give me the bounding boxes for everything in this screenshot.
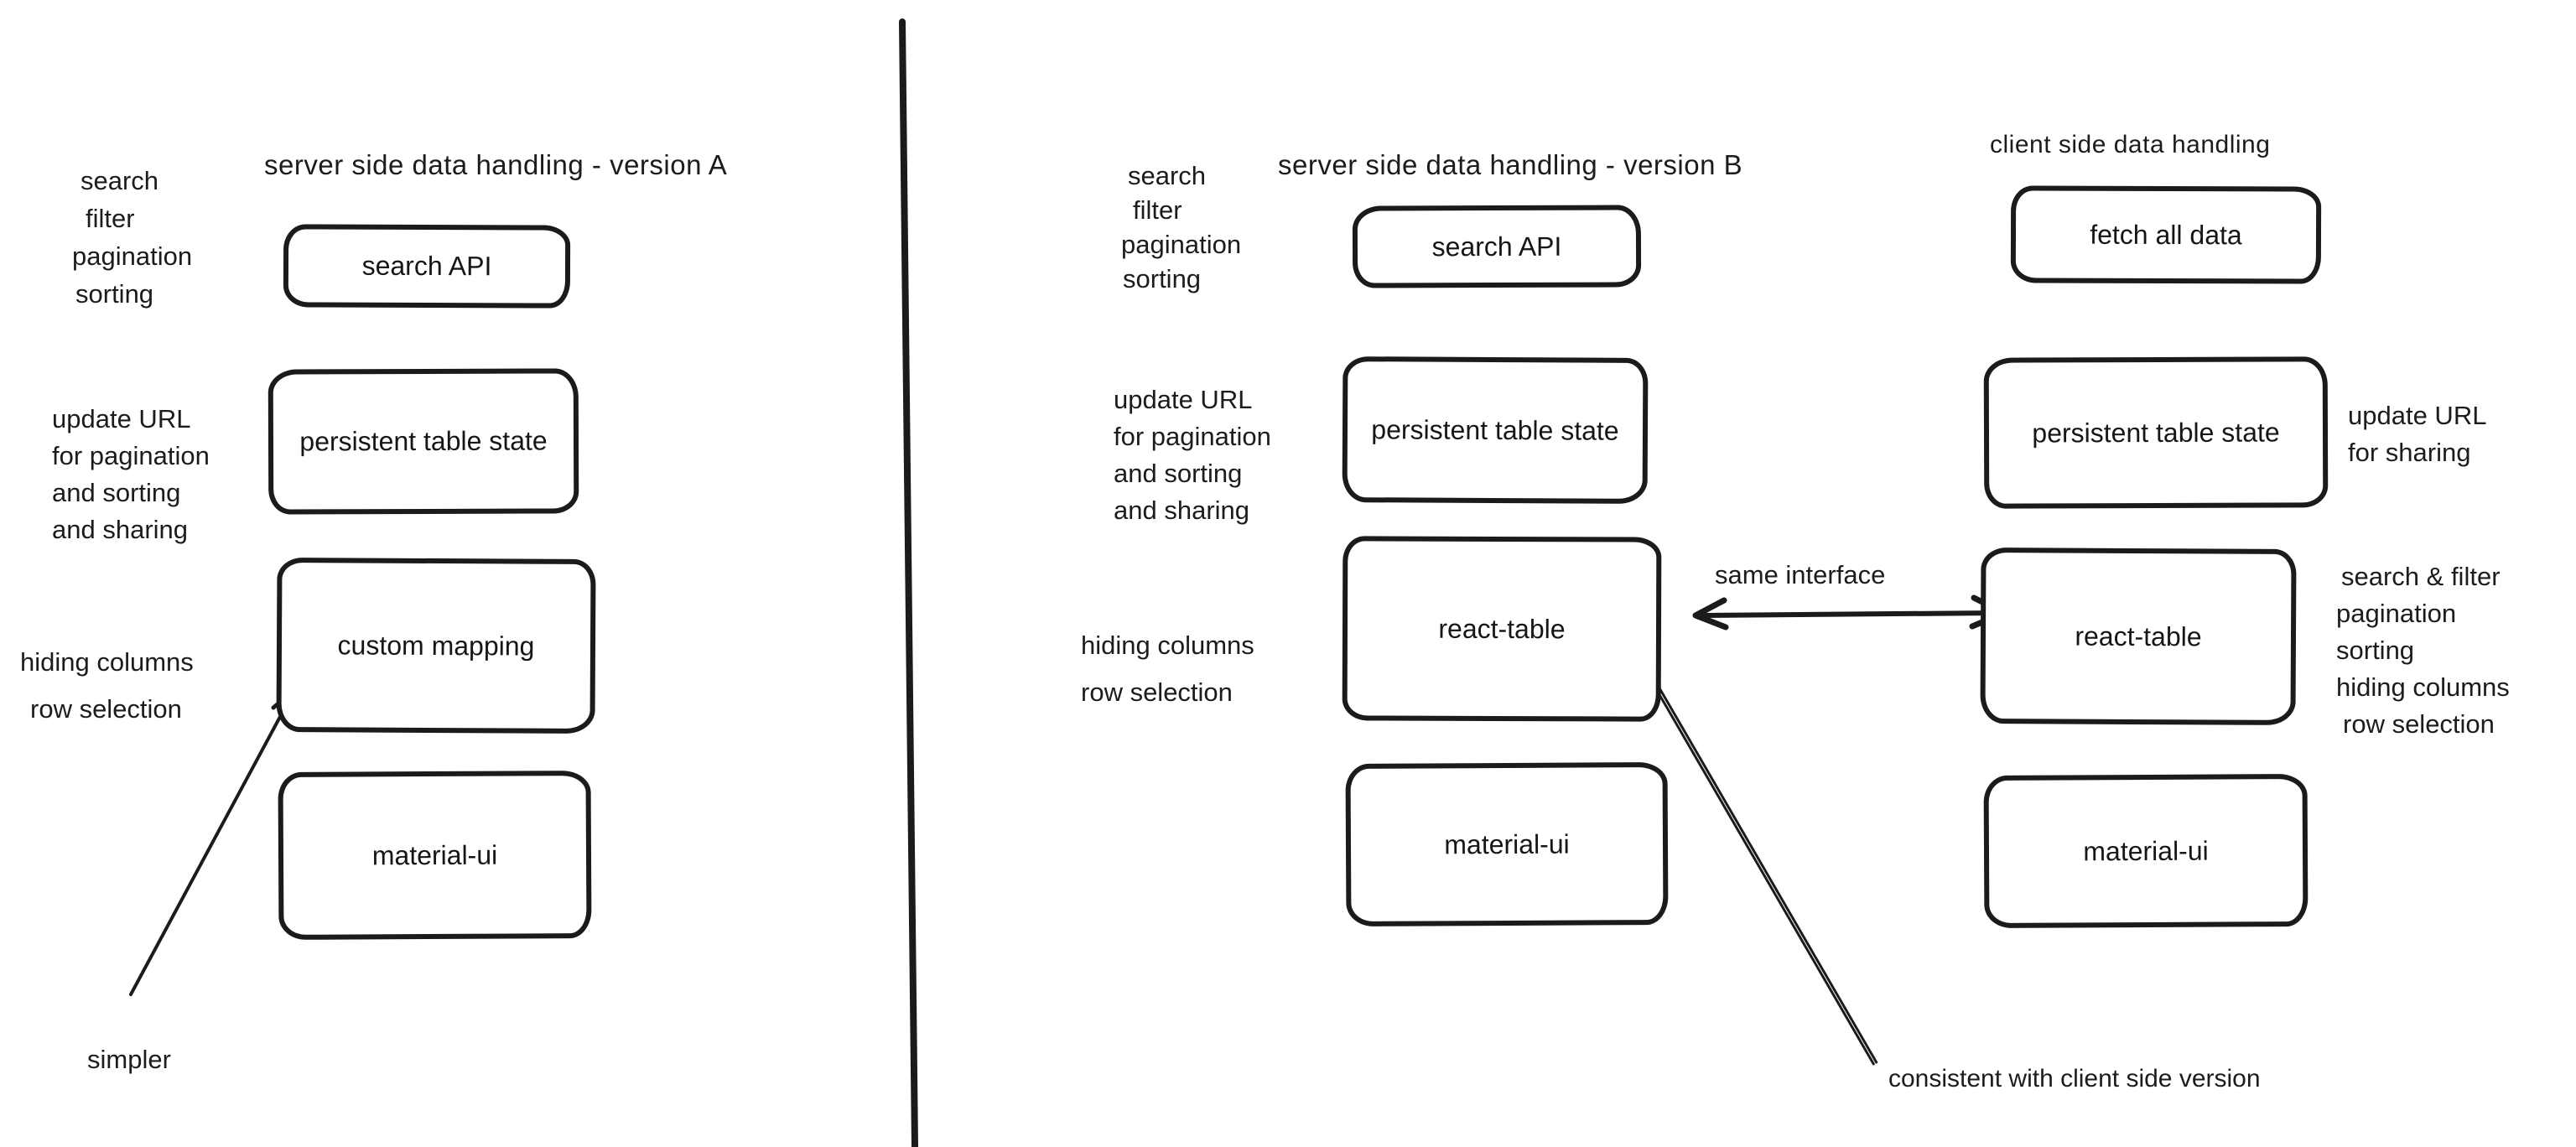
column-b-title: server side data handling - version B bbox=[1278, 149, 1743, 180]
note-line: for pagination bbox=[52, 441, 210, 470]
note-line: hiding columns bbox=[2336, 672, 2510, 702]
box-label: fetch all data bbox=[2090, 219, 2242, 250]
simpler-arrow bbox=[129, 687, 298, 996]
note-line: for sharing bbox=[2348, 438, 2471, 467]
box-custom-mapping-a: custom mapping bbox=[276, 558, 596, 734]
note-line: for pagination bbox=[1114, 422, 1271, 451]
note-table-features-a: hiding columns row selection bbox=[20, 639, 194, 733]
box-label: custom mapping bbox=[337, 629, 535, 662]
note-table-features-b: hiding columns row selection bbox=[1081, 622, 1254, 716]
box-persistent-table-state-a: persistent table state bbox=[267, 368, 579, 515]
note-line: filter bbox=[86, 204, 135, 233]
note-features-b: search filter pagination sorting bbox=[1121, 158, 1241, 296]
note-line: hiding columns bbox=[20, 647, 194, 677]
consistent-arrow bbox=[1633, 647, 1878, 1066]
box-label: persistent table state bbox=[1371, 413, 1619, 446]
note-update-url-c: update URL for sharing bbox=[2348, 397, 2486, 471]
box-label: persistent table state bbox=[299, 425, 548, 457]
note-line: pagination bbox=[2336, 599, 2457, 628]
column-c-title: client side data handling bbox=[1990, 131, 2271, 158]
box-react-table-b: react-table bbox=[1342, 536, 1662, 722]
note-line: and sharing bbox=[1114, 496, 1250, 525]
note-line: row selection bbox=[30, 694, 182, 724]
note-line: filter bbox=[1133, 195, 1182, 225]
note-update-url-a: update URL for pagination and sorting an… bbox=[52, 401, 210, 548]
note-line: update URL bbox=[2348, 401, 2487, 430]
note-line: sorting bbox=[2336, 636, 2415, 665]
note-line: sorting bbox=[1123, 264, 1202, 293]
note-line: and sorting bbox=[52, 478, 181, 507]
note-table-features-c: search & filter pagination sorting hidin… bbox=[2336, 558, 2510, 743]
same-interface-label: same interface bbox=[1715, 560, 1886, 589]
box-material-ui-a: material-ui bbox=[278, 771, 592, 940]
box-label: react-table bbox=[1438, 613, 1566, 644]
box-fetch-all-data: fetch all data bbox=[2010, 185, 2322, 284]
note-line: sorting bbox=[75, 279, 154, 309]
consistent-label: consistent with client side version bbox=[1888, 1065, 2261, 1093]
note-line: and sorting bbox=[1114, 459, 1243, 488]
note-line: pagination bbox=[1121, 230, 1242, 259]
note-line: row selection bbox=[2343, 709, 2495, 739]
note-line: update URL bbox=[1114, 385, 1253, 414]
box-react-table-c: react-table bbox=[1980, 548, 2297, 725]
note-line: row selection bbox=[1081, 677, 1233, 707]
note-line: pagination bbox=[72, 241, 193, 271]
note-line: and sharing bbox=[52, 515, 189, 544]
box-material-ui-b: material-ui bbox=[1345, 761, 1669, 927]
same-interface-arrow bbox=[1692, 594, 2007, 631]
box-search-api-a: search API bbox=[283, 224, 571, 309]
box-label: search API bbox=[361, 250, 492, 282]
box-label: react-table bbox=[2075, 620, 2202, 651]
box-material-ui-c: material-ui bbox=[1983, 773, 2309, 929]
divider-line bbox=[899, 18, 918, 1147]
note-line: hiding columns bbox=[1081, 631, 1254, 660]
box-persistent-table-state-c: persistent table state bbox=[1983, 356, 2329, 509]
box-label: material-ui bbox=[2083, 835, 2209, 866]
note-simpler: simpler bbox=[87, 1045, 171, 1074]
note-update-url-b: update URL for pagination and sorting an… bbox=[1114, 381, 1271, 529]
box-label: persistent table state bbox=[2032, 416, 2280, 449]
note-line: search & filter bbox=[2341, 562, 2501, 591]
box-label: search API bbox=[1431, 231, 1562, 262]
note-features-a: search filter pagination sorting bbox=[72, 162, 192, 313]
note-line: update URL bbox=[52, 404, 191, 433]
note-line: search bbox=[1128, 161, 1207, 190]
box-label: material-ui bbox=[371, 839, 498, 870]
box-persistent-table-state-b: persistent table state bbox=[1342, 356, 1649, 504]
note-line: search bbox=[80, 166, 159, 195]
box-search-api-b: search API bbox=[1352, 205, 1642, 288]
box-label: material-ui bbox=[1444, 828, 1570, 859]
column-a-title: server side data handling - version A bbox=[264, 149, 728, 180]
